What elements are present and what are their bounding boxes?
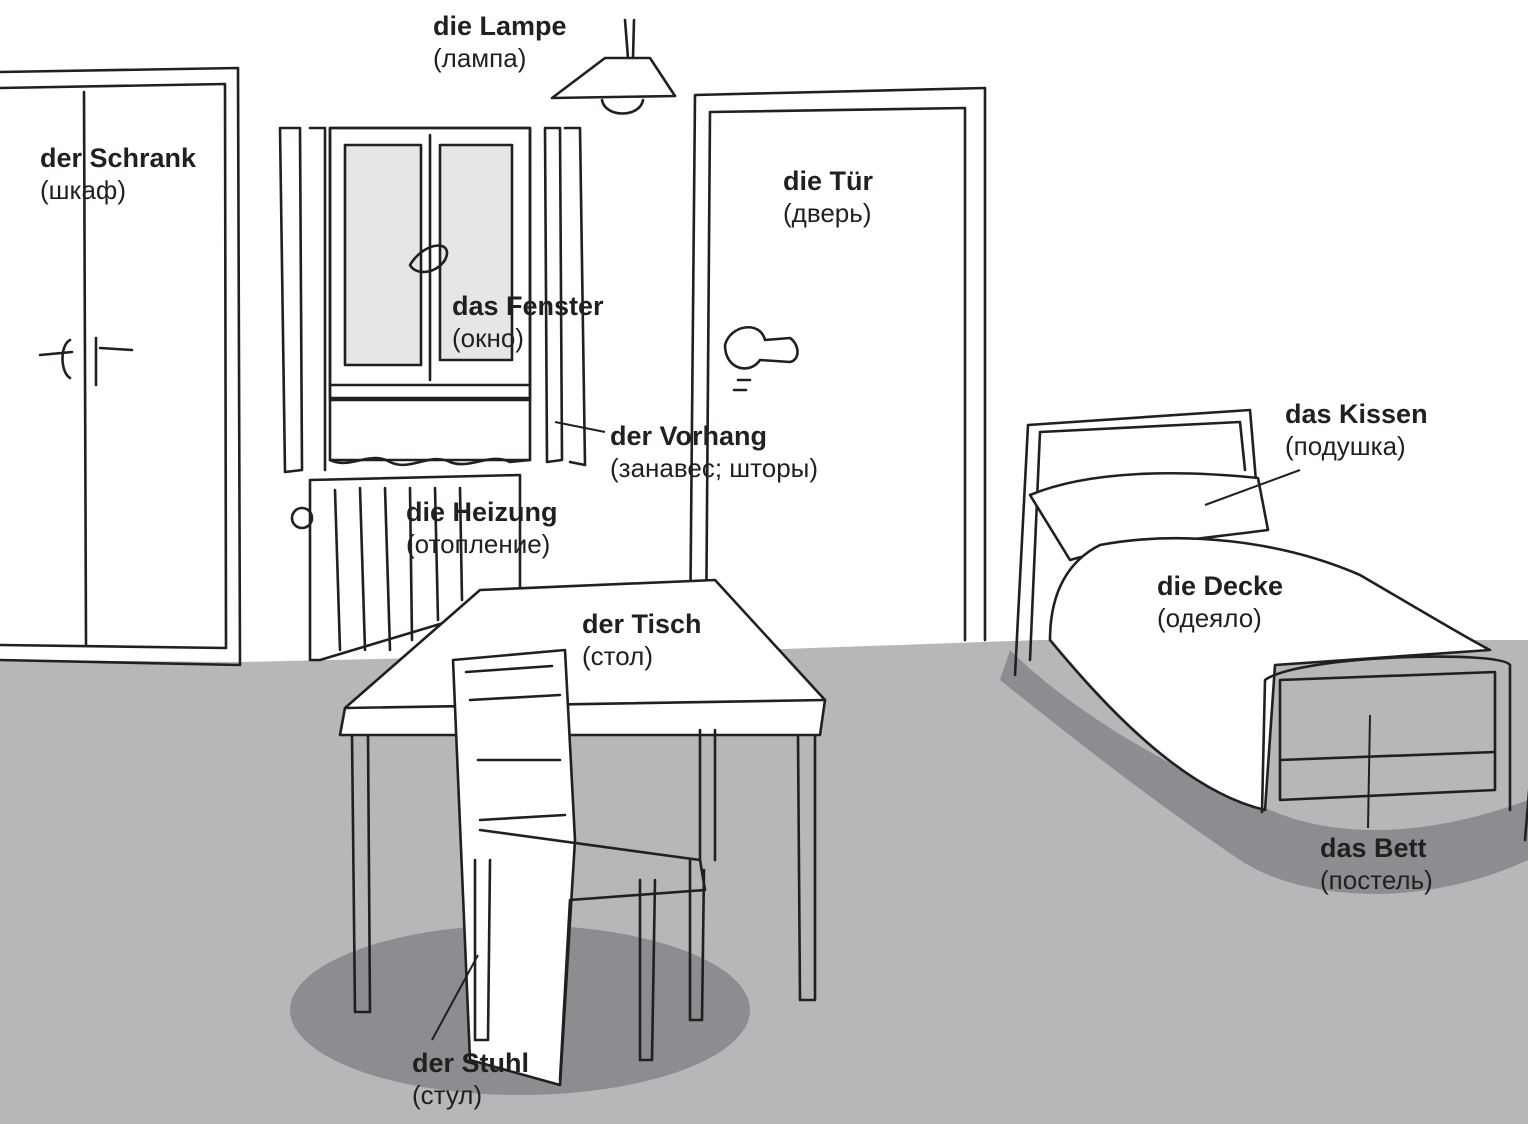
curtain-label: der Vorhang (занавес; шторы) [610,420,818,485]
chair-label: der Stuhl (стул) [412,1047,529,1112]
chair-label-de: der Stuhl [412,1047,529,1080]
heater-label-ru: (отопление) [406,529,558,561]
pillow-label: das Kissen (подушка) [1285,398,1428,463]
wardrobe-label-ru: (шкаф) [40,175,196,207]
bed-label-de: das Bett [1320,832,1433,865]
window-label-de: das Fenster [452,290,604,323]
blanket-label: die Decke (одеяло) [1157,570,1283,635]
curtain-label-ru: (занавес; шторы) [610,453,818,485]
lamp [552,20,675,114]
door-label-de: die Tür [783,165,873,198]
lamp-label-ru: (лампа) [433,43,567,75]
window-label-ru: (окно) [452,323,604,355]
curtain-label-de: der Vorhang [610,420,818,453]
lamp-label-de: die Lampe [433,10,567,43]
bed-label-ru: (постель) [1320,865,1433,897]
heater-label: die Heizung (отопление) [406,496,558,561]
window-label: das Fenster (окно) [452,290,604,355]
table-label-ru: (стол) [582,641,702,673]
chair-label-ru: (стул) [412,1080,529,1112]
table-label-de: der Tisch [582,608,702,641]
wardrobe-label: der Schrank (шкаф) [40,142,196,207]
door-label: die Tür (дверь) [783,165,873,230]
blanket-label-ru: (одеяло) [1157,603,1283,635]
blanket-label-de: die Decke [1157,570,1283,603]
wardrobe-label-de: der Schrank [40,142,196,175]
table-label: der Tisch (стол) [582,608,702,673]
bed-label: das Bett (постель) [1320,832,1433,897]
pillow-label-de: das Kissen [1285,398,1428,431]
pillow-label-ru: (подушка) [1285,431,1428,463]
door-label-ru: (дверь) [783,198,873,230]
heater-label-de: die Heizung [406,496,558,529]
lamp-label: die Lampe (лампа) [433,10,567,75]
